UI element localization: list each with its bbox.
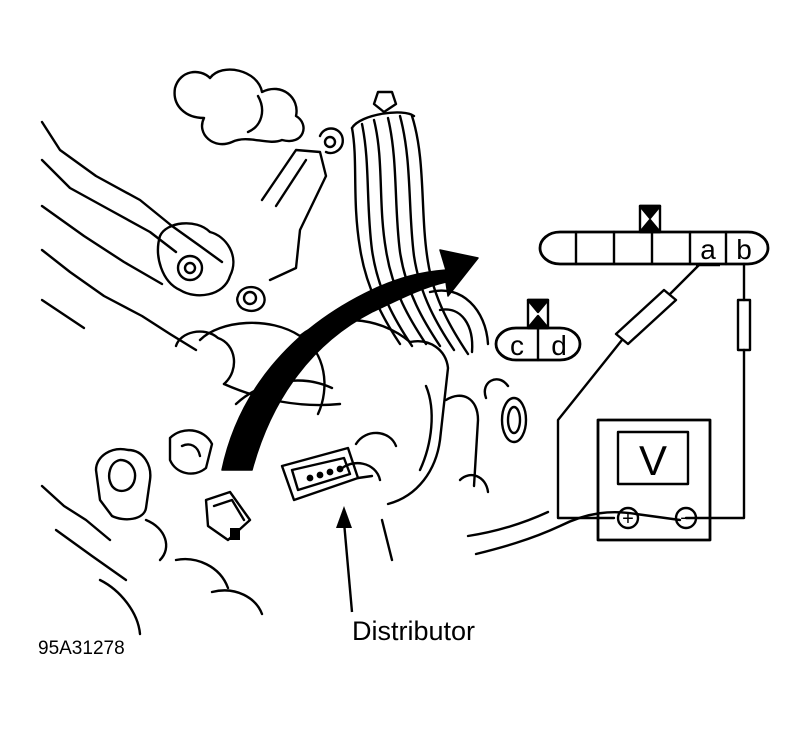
plus-terminal-symbol: +	[622, 508, 634, 530]
engine-bay-illustration	[40, 68, 682, 636]
figure-id: 95A31278	[38, 638, 125, 659]
curved-arrow	[221, 249, 479, 471]
minus-terminal-symbol: −	[680, 508, 692, 530]
terminal-b-label: b	[736, 234, 752, 265]
voltmeter	[596, 418, 712, 542]
connector-ab	[538, 204, 770, 266]
voltmeter-symbol: V	[639, 437, 667, 484]
terminal-a-label: a	[700, 234, 716, 265]
distributor-callout: Distributor	[352, 616, 476, 646]
distributor-pointer	[336, 506, 354, 613]
terminal-c-label: c	[510, 330, 524, 361]
test-leads	[556, 262, 752, 520]
terminal-d-label: d	[551, 330, 567, 361]
connector-cd	[494, 298, 582, 362]
